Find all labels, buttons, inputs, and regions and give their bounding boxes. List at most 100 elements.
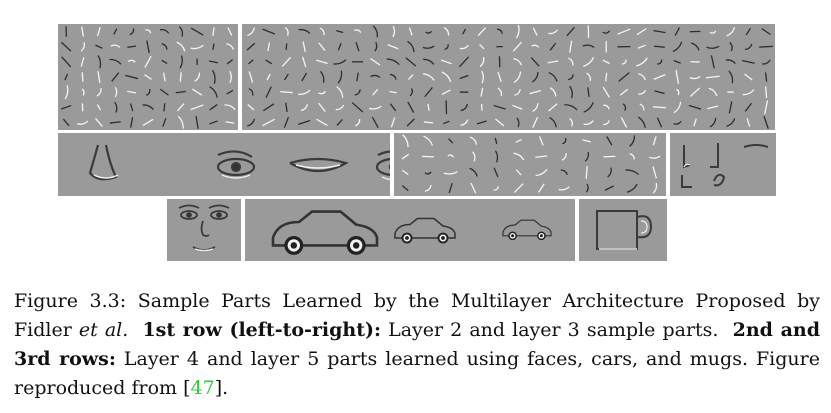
part-stroke [113, 28, 118, 35]
part-stroke [561, 152, 567, 161]
part-stroke [653, 29, 666, 34]
part-stroke [705, 75, 720, 79]
part-stroke [110, 44, 121, 48]
figure-image [58, 24, 776, 261]
caption-citation[interactable]: [47] [183, 377, 223, 399]
part-stroke [424, 171, 432, 175]
part-stroke [725, 59, 736, 65]
part-stroke [127, 45, 136, 48]
part-stroke [190, 27, 204, 36]
part-stroke [405, 57, 417, 67]
part-stroke [265, 86, 272, 98]
part-stroke [159, 28, 170, 34]
part-stroke [672, 41, 683, 53]
part-stroke [560, 169, 568, 175]
part-stroke [425, 30, 433, 34]
part-stroke [569, 117, 573, 127]
layer5-mug-panel [579, 199, 667, 261]
part-stroke [333, 59, 347, 65]
part-stroke [441, 89, 451, 95]
part-stroke [229, 70, 232, 84]
part-stroke [515, 24, 520, 39]
part-stroke [370, 74, 381, 79]
part-stroke [763, 115, 769, 129]
part-stroke [97, 55, 102, 69]
part-stroke [211, 69, 216, 84]
part-stroke [226, 59, 234, 65]
part-stroke [285, 43, 288, 51]
part-stroke [639, 103, 645, 111]
part-stroke [109, 58, 122, 65]
part-stroke [566, 26, 575, 37]
part-stroke [673, 60, 681, 64]
part-stroke [585, 183, 589, 193]
part-stroke [562, 137, 567, 145]
part-stroke [530, 57, 540, 67]
part-stroke [564, 104, 578, 111]
part-stroke [114, 87, 118, 98]
part-stroke [762, 59, 771, 65]
part-stroke [538, 183, 545, 193]
part-stroke [298, 28, 311, 34]
part-stroke [728, 101, 733, 114]
part-stroke [392, 25, 396, 38]
part-stroke [247, 27, 256, 37]
part-stroke [336, 29, 344, 34]
part-stroke [514, 89, 521, 96]
part-stroke [336, 118, 344, 126]
part-stroke [444, 43, 449, 50]
part-stroke [495, 118, 505, 127]
part-stroke [481, 70, 484, 84]
part-stroke [458, 56, 470, 68]
citation-number[interactable]: 47 [190, 377, 215, 399]
layer5-face-panel [167, 199, 241, 261]
part-stroke [549, 87, 557, 97]
part-stroke [355, 42, 360, 52]
part-stroke [637, 116, 646, 128]
part-stroke [710, 55, 715, 69]
part-stroke [142, 104, 154, 111]
layer4-mug-parts-panel [670, 133, 776, 196]
part-stroke [129, 103, 134, 112]
part-stroke [62, 118, 70, 127]
part-stroke [604, 185, 614, 191]
part-stroke [654, 90, 665, 95]
layer2-parts-panel [58, 24, 238, 130]
part-stroke [129, 28, 135, 36]
part-stroke [247, 104, 255, 111]
part-stroke [95, 44, 103, 49]
part-stroke [707, 105, 719, 110]
part-stroke [97, 71, 101, 83]
part-stroke [144, 55, 152, 68]
part-stroke [729, 41, 733, 52]
part-stroke [479, 56, 485, 68]
part-stroke [494, 137, 498, 144]
part-stroke [602, 59, 610, 65]
part-stroke [657, 59, 663, 65]
part-stroke [354, 29, 362, 33]
part-stroke [159, 88, 169, 96]
part-stroke [443, 27, 450, 36]
part-stroke [355, 118, 361, 127]
part-stroke [448, 183, 453, 194]
part-stroke [284, 27, 289, 36]
part-stroke [535, 155, 548, 158]
part-stroke [652, 182, 658, 194]
part-stroke [208, 60, 218, 64]
caption-row1-text: Layer 2 and layer 3 sample parts. [388, 319, 719, 341]
part-stroke [619, 88, 629, 96]
part-stroke [637, 90, 646, 95]
caption-rows23-text: Layer 4 and layer 5 parts learned using … [14, 348, 820, 399]
part-stroke [424, 86, 433, 98]
part-stroke [146, 40, 150, 54]
part-stroke [176, 103, 185, 112]
part-stroke [764, 100, 769, 115]
part-stroke [629, 135, 636, 147]
part-stroke [224, 104, 236, 111]
part-stroke [190, 104, 204, 111]
part-stroke [617, 28, 631, 35]
part-stroke [81, 26, 85, 37]
part-stroke [370, 58, 381, 66]
part-stroke [96, 26, 101, 37]
part-stroke [693, 118, 697, 127]
